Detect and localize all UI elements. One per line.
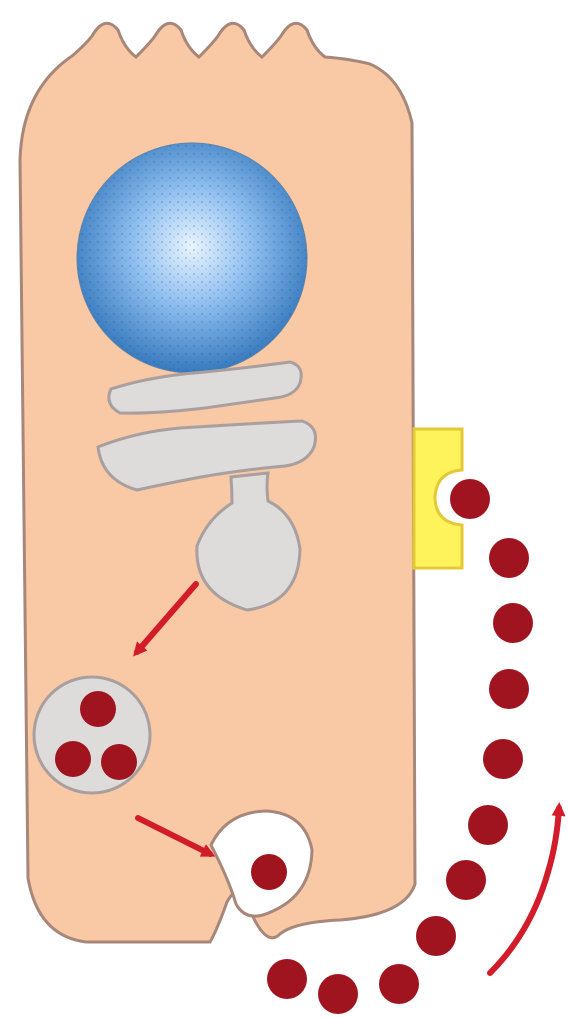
secretory-granule [80, 691, 116, 727]
released-granule [379, 964, 419, 1004]
released-granule [446, 860, 486, 900]
released-granule [493, 603, 533, 643]
released-granule [483, 739, 523, 779]
released-granule [489, 538, 529, 578]
released-granule [450, 479, 490, 519]
released-granule [416, 916, 456, 956]
released-granule [468, 805, 508, 845]
nucleus-texture [77, 143, 307, 373]
secretory-granule [55, 741, 91, 777]
released-granule [267, 959, 307, 999]
pocket-granule [251, 854, 287, 890]
released-granule [489, 669, 529, 709]
released-granule [318, 974, 358, 1014]
secretory-granule [101, 744, 137, 780]
